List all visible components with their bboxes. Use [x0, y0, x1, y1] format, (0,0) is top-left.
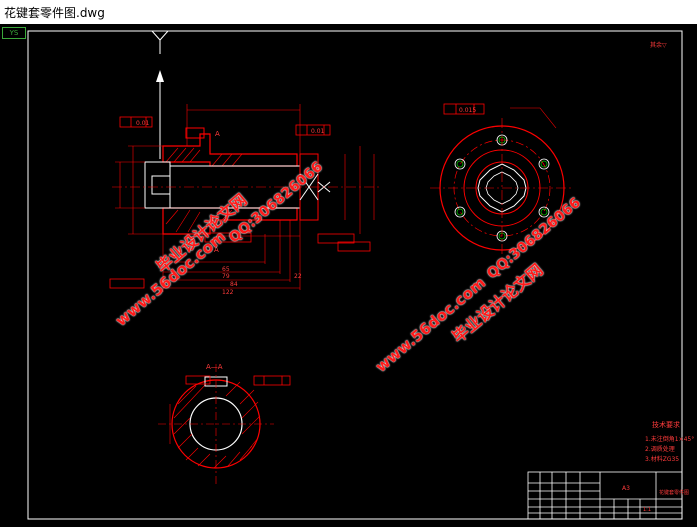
dim-22: 22: [294, 273, 302, 280]
drawing-canvas[interactable]: YS: [0, 24, 697, 527]
title-bar: 花键套零件图.dwg: [0, 0, 697, 25]
fcf-c-value: 0.015: [459, 107, 476, 114]
tech-req-item-3: 3.材料ZG35: [645, 456, 680, 463]
tech-req-title: 技术要求: [652, 421, 680, 429]
drawing-scale: 1:1: [643, 507, 651, 513]
section-label: A—A: [206, 363, 223, 371]
title-block: [527, 471, 683, 520]
dim-79: 79: [222, 273, 230, 280]
sheet-size: A3: [622, 485, 630, 492]
tech-req-item-1: 1.未注倒角1×45°: [645, 436, 695, 443]
fcf-b-value: 0.01: [311, 128, 325, 135]
end-view: 0.015: [430, 103, 574, 258]
roughness-note: 其余▽: [650, 42, 667, 49]
svg-text:A: A: [215, 130, 220, 138]
cad-drawing: 0.01 0.01 65 79 84 122 22 A A: [27, 30, 689, 520]
drawing-name: 花键套零件图: [659, 489, 689, 496]
dim-122: 122: [222, 289, 234, 296]
fcf-a-value: 0.01: [136, 120, 150, 127]
drawing-frame: [27, 30, 683, 520]
viewport-tab[interactable]: YS: [2, 27, 26, 39]
dim-65: 65: [222, 266, 230, 273]
section-aa: A—A: [158, 363, 291, 486]
window-title: 花键套零件图.dwg: [4, 6, 105, 20]
svg-text:A: A: [214, 246, 219, 254]
dim-84: 84: [230, 281, 238, 288]
main-section-view: 0.01 0.01 65 79 84 122 22 A A: [109, 30, 380, 296]
tech-req-item-2: 2.调质处理: [645, 446, 675, 453]
